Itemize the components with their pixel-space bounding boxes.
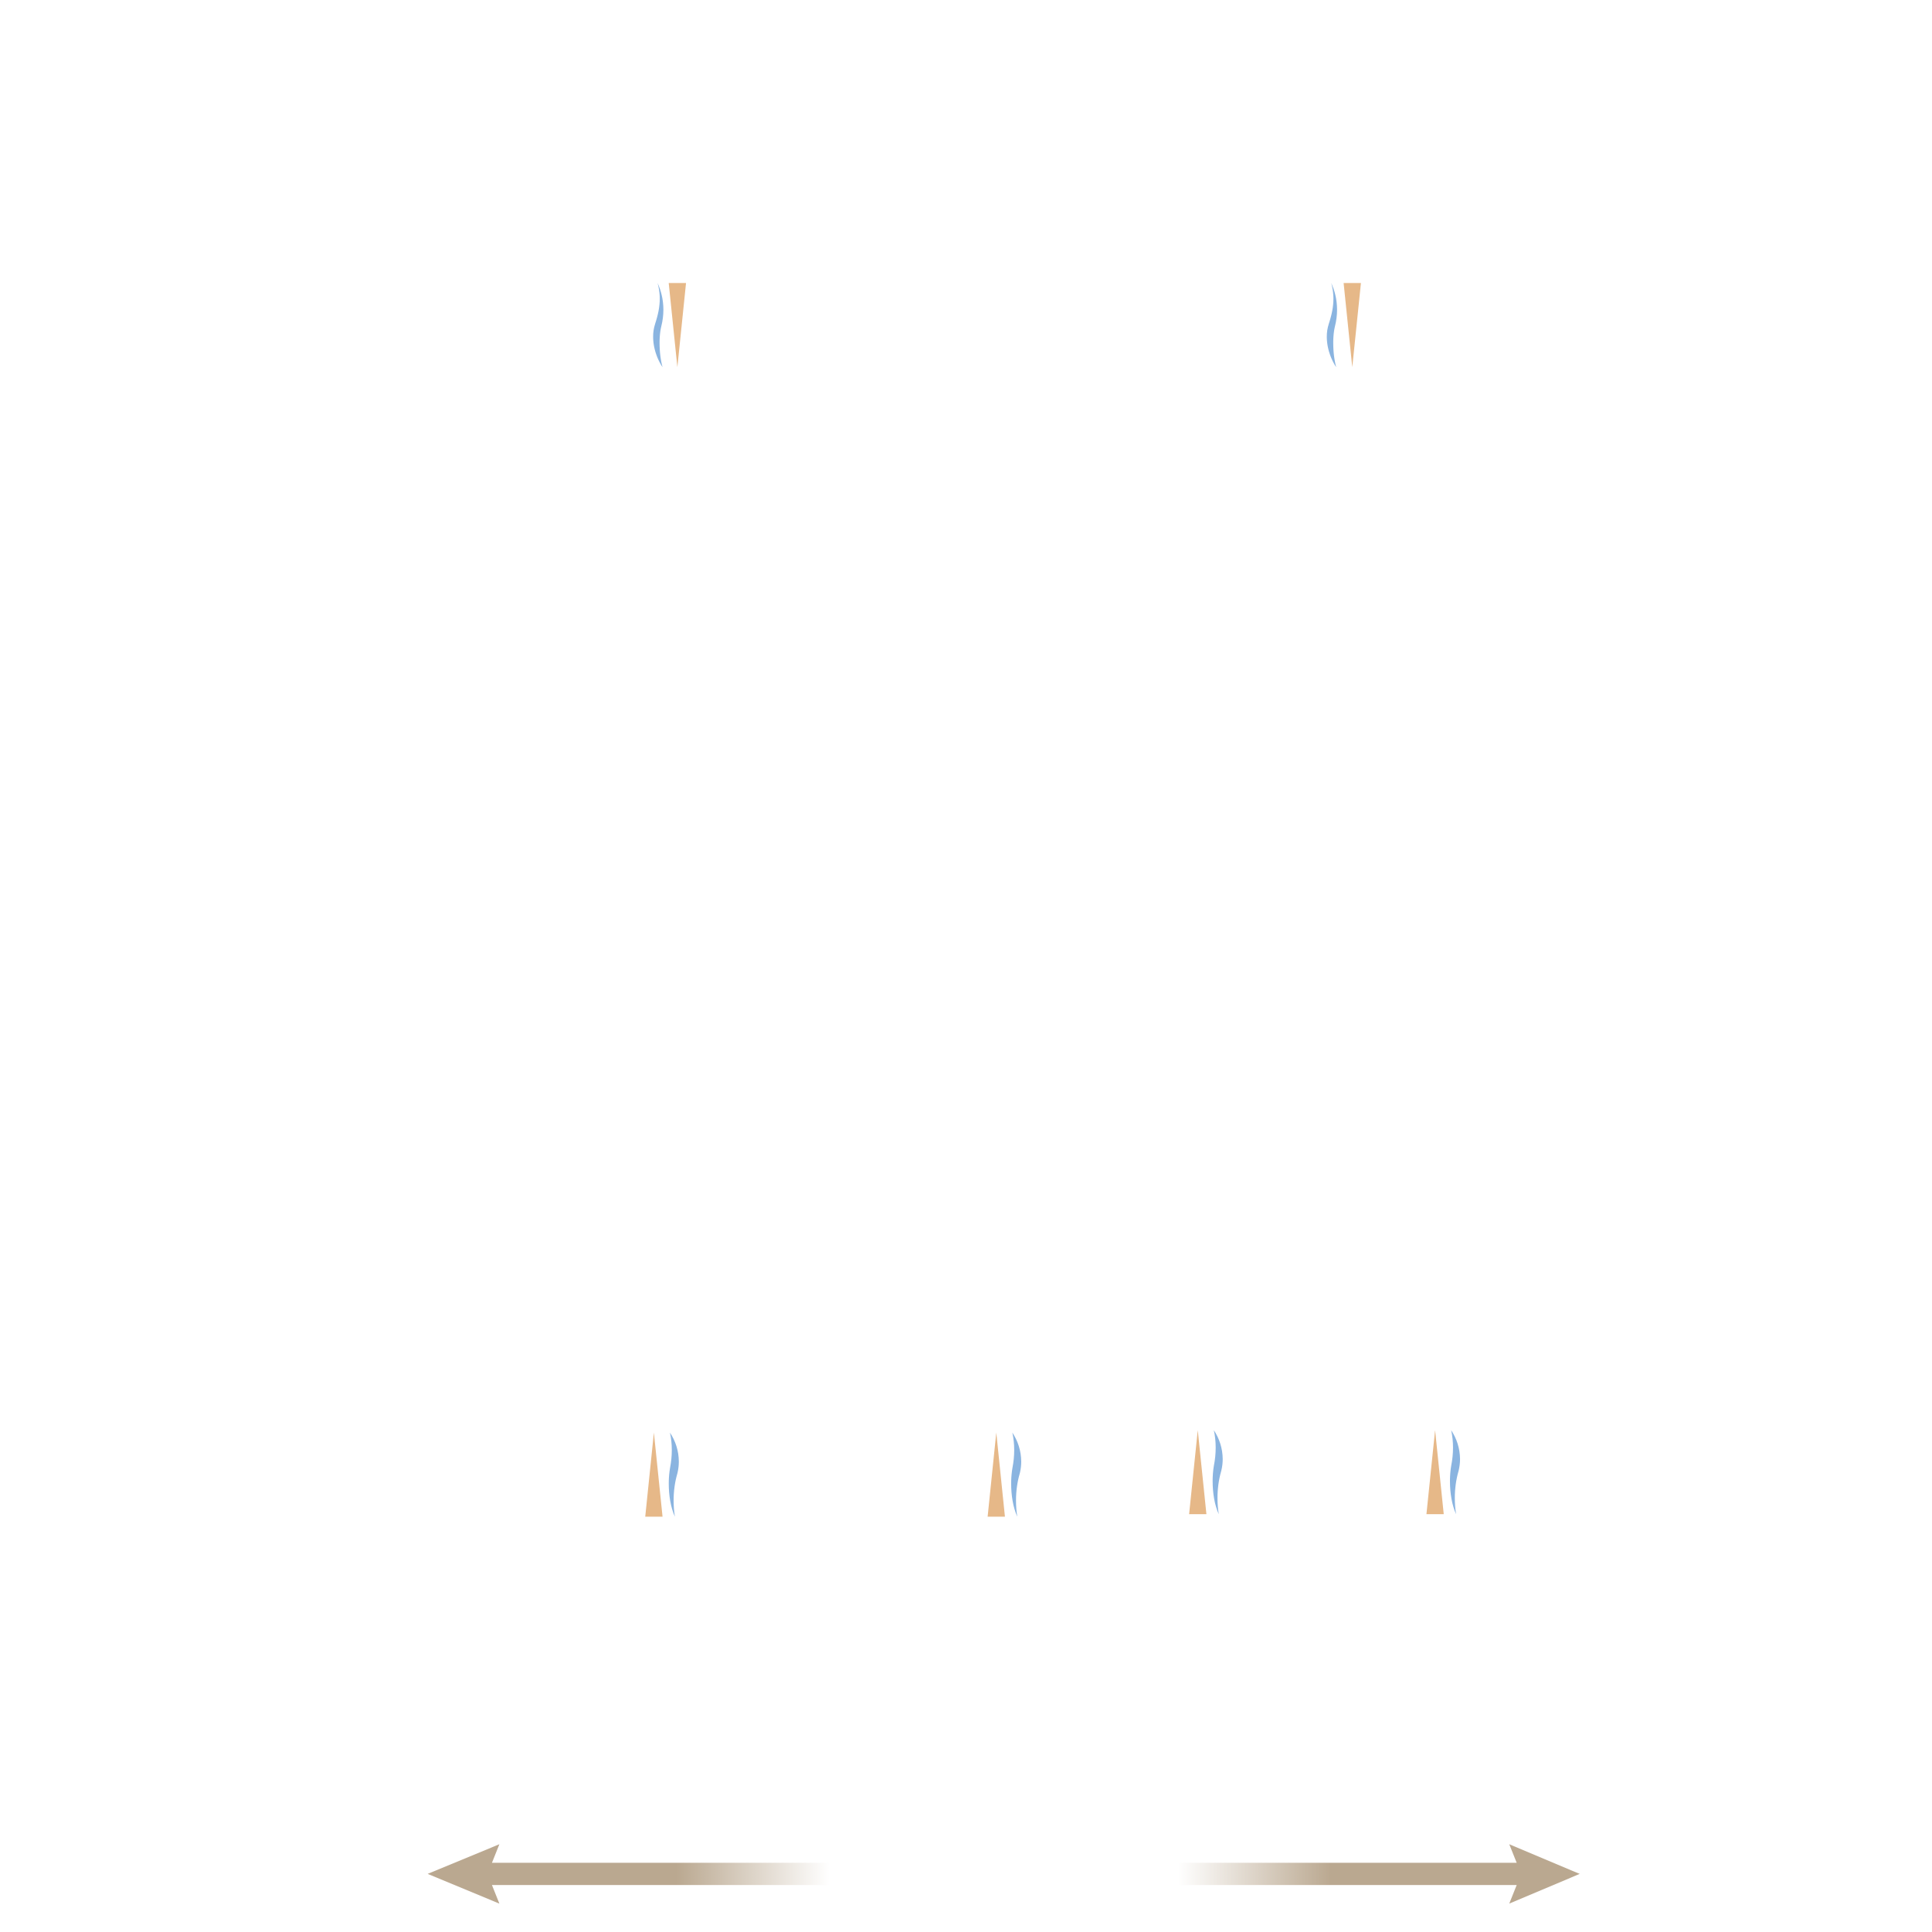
orange-wedge <box>668 283 687 368</box>
blue-wisp <box>668 1432 679 1517</box>
left-arrow-head <box>427 1844 500 1904</box>
orange-wedge <box>1343 283 1361 368</box>
right-arrow-shaft <box>1177 1862 1519 1886</box>
left-arrow <box>427 1844 830 1904</box>
bottom-pair-2 <box>987 1432 1021 1517</box>
top-pair-2 <box>1326 283 1361 368</box>
left-arrow-shaft <box>489 1862 830 1886</box>
bottom-pair-3 <box>1189 1430 1223 1515</box>
orange-wedge <box>1426 1430 1444 1515</box>
blue-wisp <box>1010 1432 1021 1517</box>
bottom-pair-4 <box>1426 1430 1461 1515</box>
bottom-pair-1 <box>645 1432 679 1517</box>
blue-wisp <box>653 283 664 368</box>
orange-wedge <box>987 1432 1005 1517</box>
orange-wedge <box>645 1432 663 1517</box>
top-pair-1 <box>653 283 687 368</box>
blue-wisp <box>1326 283 1337 368</box>
right-arrow-head <box>1509 1844 1580 1904</box>
right-arrow <box>1177 1844 1580 1904</box>
orange-wedge <box>1189 1430 1207 1515</box>
blue-wisp <box>1450 1430 1461 1515</box>
blue-wisp <box>1212 1430 1223 1515</box>
